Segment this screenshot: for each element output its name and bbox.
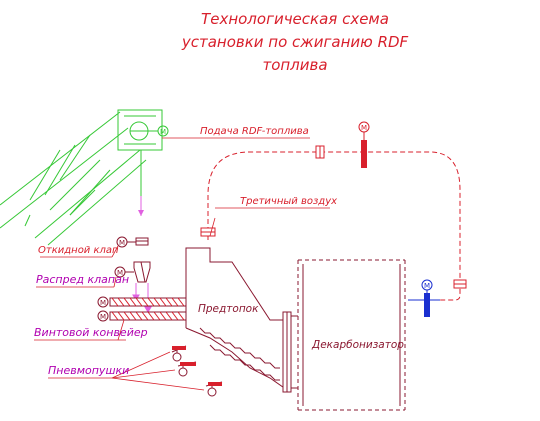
valve-red-motor-letter: M (361, 124, 367, 132)
screw-lower-motor-letter: M (100, 313, 106, 321)
screw-conveyor-lower: M (97, 310, 187, 322)
label-feed: Подача RDF-топлива (200, 126, 309, 137)
label-air-guns: Пневмопушки (48, 364, 129, 377)
feed-arrow (138, 196, 144, 216)
label-prefurnace: Предтопок (198, 303, 259, 315)
title-line-2: установки по сжиганию RDF (181, 33, 409, 51)
air-gun-3 (205, 381, 223, 397)
label-decarbonizer: Декарбонизатор (311, 339, 404, 351)
air-gun-2 (177, 361, 197, 377)
air-guns-leaders (48, 351, 205, 391)
inclined-belt-conveyor (0, 109, 163, 246)
flap-valve-motor-letter: M (119, 239, 125, 247)
tertiary-air-duct (207, 151, 461, 301)
screw-conveyor-upper: M (97, 296, 187, 308)
conveyor-motor: M (148, 125, 169, 137)
duct-joint-1 (315, 145, 325, 159)
duct-joint-2 (200, 227, 216, 237)
decarbonizer-vessel (297, 259, 406, 411)
screw-conveyor-leader (117, 319, 125, 341)
flap-valve-leader (111, 245, 119, 258)
air-gun-1 (171, 345, 187, 362)
conveyor-drive-pulley (129, 121, 149, 141)
title-line-1: Технологическая схема (201, 10, 389, 28)
label-tertiary-air: Третичный воздух (240, 196, 337, 207)
distribution-valve: M (114, 261, 151, 283)
duct-joint-3 (453, 279, 467, 289)
screw-upper-motor-letter: M (100, 299, 106, 307)
conveyor-motor-letter: M (160, 128, 166, 136)
valve-blue-motor-letter: M (424, 282, 430, 290)
label-screw-conveyor: Винтовой конвейер (34, 326, 148, 339)
label-flap-valve: Откидной клап (38, 245, 119, 256)
air-damper-valve-red: M (358, 121, 370, 168)
air-damper-valve-blue: M (408, 279, 440, 317)
prefurnace-body (185, 247, 291, 393)
title-line-3: топлива (262, 56, 327, 74)
flap-valve: M (116, 236, 149, 248)
label-distribution-valve: Распред клапан (36, 273, 129, 286)
prefurnace-outlet-flange (282, 311, 292, 393)
distribution-valve-motor-letter: M (117, 269, 123, 277)
tertiary-air-leader (209, 217, 216, 237)
distribution-valve-leader (113, 276, 117, 288)
